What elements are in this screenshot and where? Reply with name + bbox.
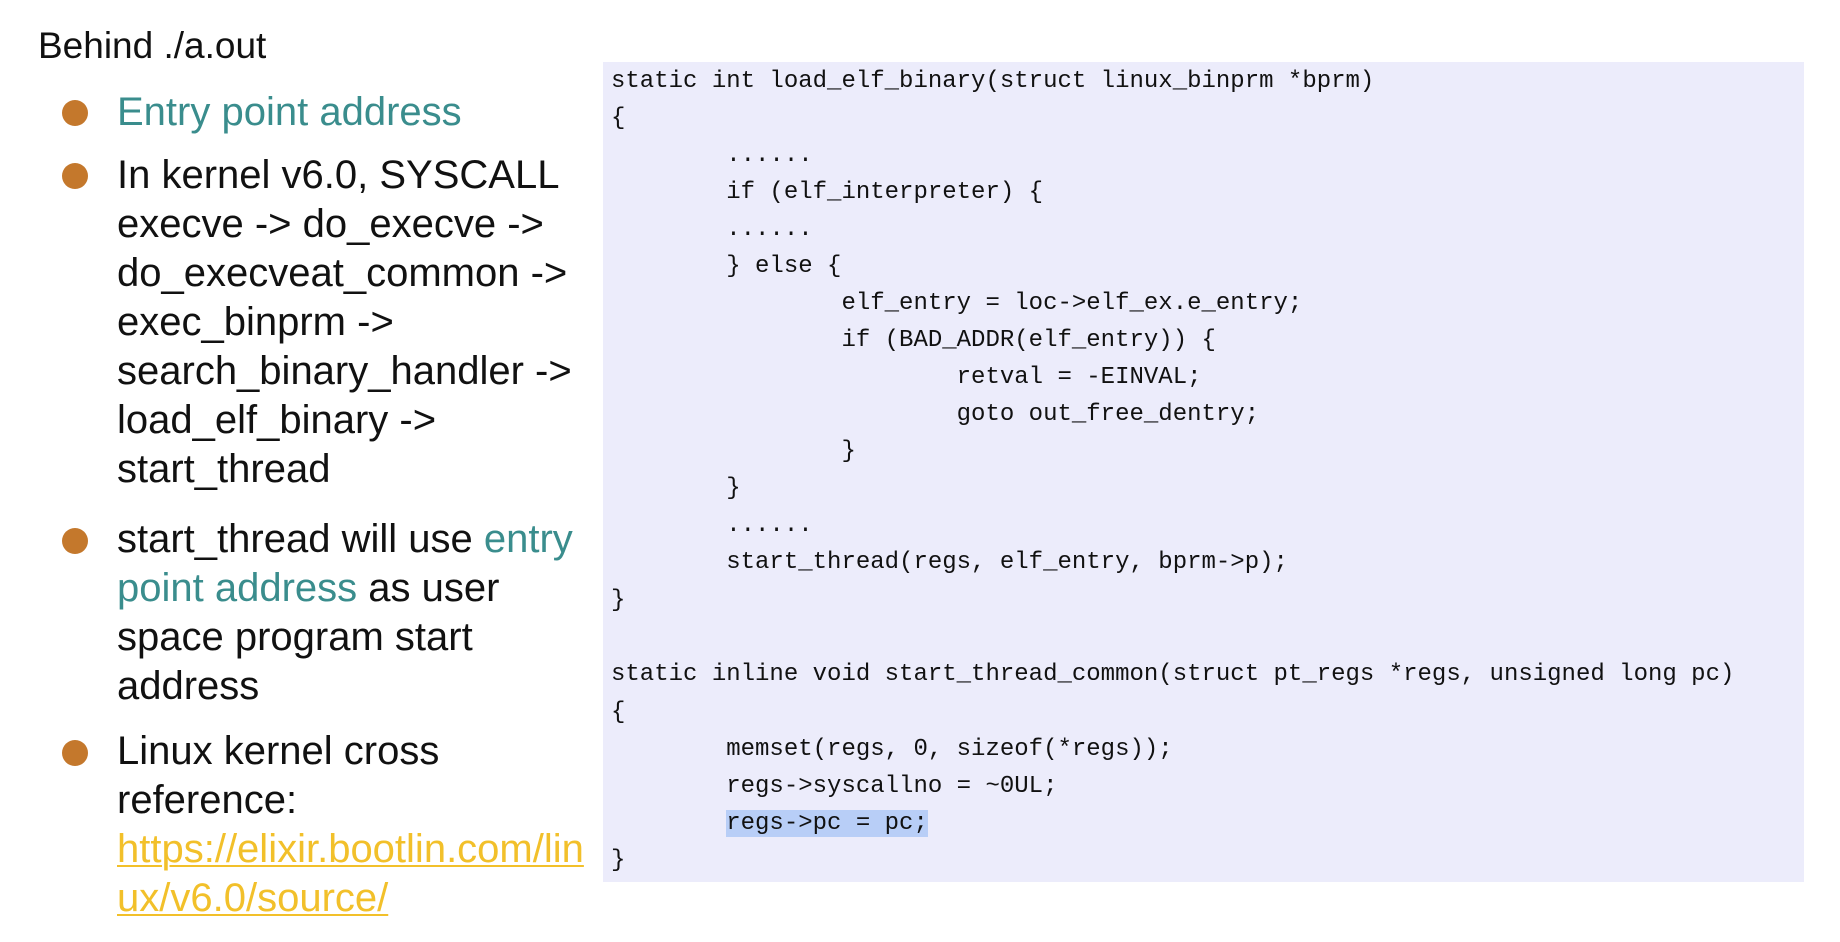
elixir-link-continued[interactable]: ux/v6.0/source/ bbox=[117, 876, 389, 920]
code-line: { bbox=[611, 105, 626, 132]
code-indent bbox=[611, 810, 726, 837]
code-line: retval = -EINVAL; bbox=[611, 364, 1202, 391]
bullet-start-thread: start_thread will use entry point addres… bbox=[117, 515, 597, 711]
bullet-highlight-text: point address bbox=[117, 566, 358, 610]
code-line: regs->syscallno = ~0UL; bbox=[611, 773, 1058, 800]
bullet-text: execve -> do_execve -> bbox=[117, 202, 544, 246]
code-line: if (BAD_ADDR(elf_entry)) { bbox=[611, 327, 1216, 354]
bullet-text: exec_binprm -> bbox=[117, 300, 394, 344]
code-line: } bbox=[611, 438, 856, 465]
code-line: if (elf_interpreter) { bbox=[611, 179, 1044, 206]
bullet-dot-icon bbox=[62, 740, 88, 766]
code-line: elf_entry = loc->elf_ex.e_entry; bbox=[611, 290, 1303, 317]
code-line: ...... bbox=[611, 216, 813, 243]
bullet-text: Linux kernel cross bbox=[117, 729, 440, 773]
bullet-text: reference: bbox=[117, 778, 298, 822]
code-line: start_thread(regs, elf_entry, bprm->p); bbox=[611, 549, 1288, 576]
bullet-text: search_binary_handler -> bbox=[117, 349, 572, 393]
bullet-dot-icon bbox=[62, 163, 88, 189]
bullet-text: load_elf_binary -> bbox=[117, 398, 437, 442]
bullet-text: as user bbox=[357, 566, 500, 610]
bullet-text: start_thread will use bbox=[117, 517, 484, 561]
bullet-text: Entry point address bbox=[117, 90, 462, 134]
code-line: } bbox=[611, 475, 741, 502]
code-line: ...... bbox=[611, 512, 813, 539]
slide-title: Behind ./a.out bbox=[38, 25, 267, 66]
bullet-highlight-text: entry bbox=[483, 517, 573, 561]
code-line-highlighted: regs->pc = pc; bbox=[611, 809, 928, 839]
bullet-dot-icon bbox=[62, 100, 88, 126]
bullet-text: address bbox=[117, 664, 260, 708]
bullet-dot-icon bbox=[62, 528, 88, 554]
code-line: } bbox=[611, 587, 626, 614]
elixir-link[interactable]: https://elixir.bootlin.com/lin bbox=[117, 827, 584, 871]
bullet-text: do_execveat_common -> bbox=[117, 251, 568, 295]
bullet-text: In kernel v6.0, SYSCALL bbox=[117, 153, 560, 197]
code-line: { bbox=[611, 699, 626, 726]
code-line: } bbox=[611, 847, 626, 874]
code-line: goto out_free_dentry; bbox=[611, 401, 1260, 428]
code-line: static int load_elf_binary(struct linux_… bbox=[611, 68, 1375, 95]
code-block bbox=[603, 62, 1804, 882]
bullet-text: space program start bbox=[117, 615, 473, 659]
code-line: memset(regs, 0, sizeof(*regs)); bbox=[611, 736, 1173, 763]
bullet-entry-point: Entry point address bbox=[117, 88, 597, 137]
highlighted-code: regs->pc = pc; bbox=[726, 810, 928, 837]
code-line: } else { bbox=[611, 253, 842, 280]
bullet-text: start_thread bbox=[117, 447, 331, 491]
code-line: ...... bbox=[611, 142, 813, 169]
code-line: static inline void start_thread_common(s… bbox=[611, 661, 1735, 688]
bullet-syscall-chain: In kernel v6.0, SYSCALL execve -> do_exe… bbox=[117, 151, 597, 494]
bullet-cross-reference: Linux kernel cross reference: https://el… bbox=[117, 727, 597, 923]
